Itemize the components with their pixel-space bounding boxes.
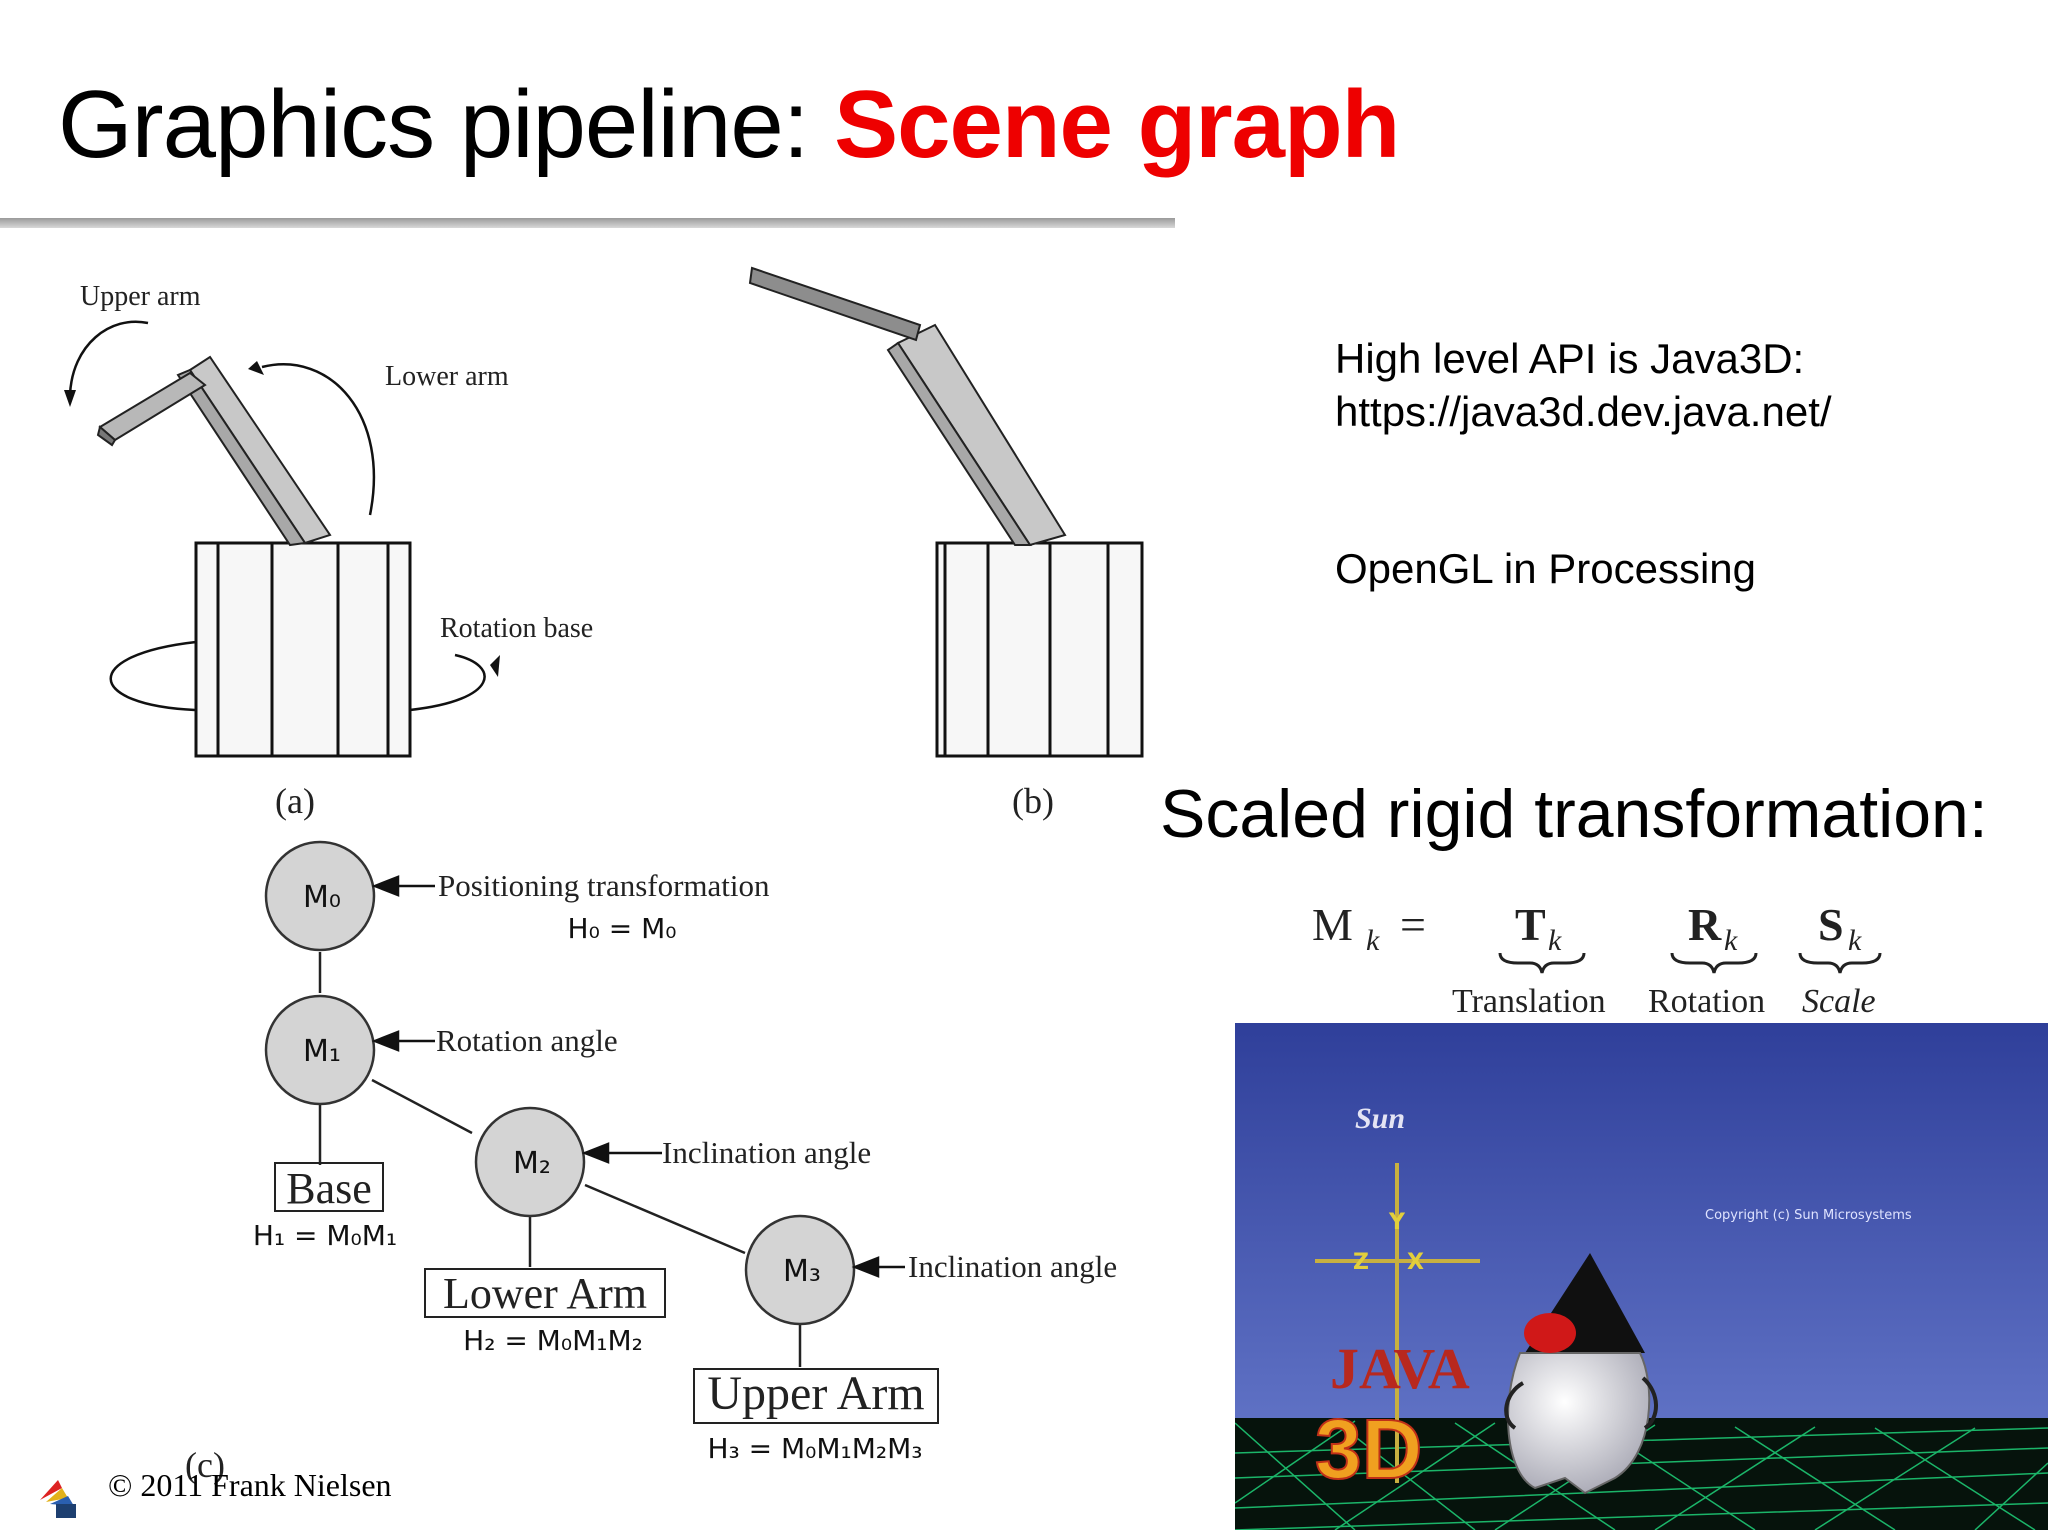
scaled-heading: Scaled rigid transformation: (1160, 776, 1988, 852)
java3d-image: Sun Copyright (c) Sun Microsystems Y Z X… (1235, 1023, 2048, 1530)
rotation-base-label: Rotation base (440, 613, 593, 644)
api-note-line1: High level API is Java3D: (1335, 335, 1805, 382)
title-divider (0, 218, 1175, 228)
lower-arm-a (176, 355, 332, 547)
scene-graph-edges (318, 952, 802, 1367)
lower-arm-label: Lower arm (385, 361, 509, 392)
robot-base-a (194, 541, 412, 758)
upper-arm-label: Upper arm (80, 281, 201, 312)
node-m0-annotation: Positioning transformation (438, 868, 770, 903)
formula-t-sub: k (1548, 924, 1562, 957)
leaf-lower-arm-equation: H₂ = M₀M₁M₂ (463, 1324, 643, 1357)
caption-b: (b) (1012, 781, 1054, 821)
axis-z-label: Z (1353, 1250, 1369, 1275)
caption-a: (a) (275, 781, 315, 821)
node-m2-annotation: Inclination angle (662, 1135, 871, 1170)
node-m0 (264, 840, 376, 952)
rotation-arrows (64, 320, 500, 712)
annotation-arrows (371, 875, 905, 1278)
institution-logo-icon (40, 1480, 76, 1518)
api-note: High level API is Java3D: https://java3d… (1335, 332, 1832, 438)
node-m3-annotation: Inclination angle (908, 1249, 1117, 1284)
opengl-note: OpenGL in Processing (1335, 545, 1757, 592)
formula-r-sub: k (1724, 924, 1738, 957)
leaf-base-equation: H₁ = M₀M₁ (253, 1219, 397, 1252)
node-m3-label: M₃ (783, 1254, 821, 1289)
scene-graph-nodes (264, 840, 856, 1326)
node-m2 (474, 1106, 586, 1218)
formula-scale-label: Scale (1802, 983, 1876, 1020)
node-m1-label: M₁ (303, 1034, 341, 1069)
formula-translation-label: Translation (1452, 983, 1606, 1020)
leaf-lower-arm-label: Lower Arm (443, 1269, 647, 1318)
formula-s-sub: k (1848, 924, 1862, 957)
transformation-formula: M k = T k R k S k Translation Rotation S… (1312, 899, 1882, 1020)
node-m0-label: M₀ (303, 880, 341, 915)
node-m3 (744, 1214, 856, 1326)
formula-lhs: M (1312, 899, 1353, 950)
axis-y-label: Y (1388, 1210, 1406, 1235)
robot-base-b (935, 541, 1144, 758)
upper-arm-a (96, 371, 207, 447)
lower-arm-b (886, 323, 1067, 547)
leaf-upper-arm-label: Upper Arm (707, 1367, 924, 1420)
formula-lhs-sub: k (1366, 924, 1380, 957)
leaf-boxes (274, 1162, 939, 1424)
title-highlight: Scene graph (834, 71, 1400, 178)
underbraces (1498, 952, 1882, 974)
copyright-text: Copyright (c) Sun Microsystems (1705, 1208, 1912, 1223)
axis-gizmo (1315, 1163, 1480, 1483)
node-m2-label: M₂ (513, 1146, 551, 1181)
node-m0-equation: H₀ = M₀ (568, 912, 677, 945)
java-logo: JAVA (1330, 1336, 1470, 1401)
leaf-upper-arm-equation: H₃ = M₀M₁M₂M₃ (707, 1432, 922, 1465)
formula-r: R (1688, 899, 1722, 950)
sun-brand: Sun (1355, 1102, 1405, 1135)
footer-copyright: © 2011 Frank Nielsen (108, 1467, 392, 1503)
formula-t: T (1515, 899, 1546, 950)
duke-mascot (1504, 1253, 1658, 1495)
caption-c: (c) (185, 1445, 225, 1485)
axis-x-label: X (1407, 1250, 1424, 1275)
formula-s: S (1818, 899, 1844, 950)
title-prefix: Graphics pipeline: (58, 71, 835, 178)
api-url: https://java3d.dev.java.net/ (1335, 388, 1832, 435)
formula-rotation-label: Rotation (1648, 983, 1765, 1020)
3d-logo: 3D (1315, 1402, 1422, 1496)
leaf-base-label: Base (286, 1164, 372, 1213)
slide-title: Graphics pipeline: Scene graph (58, 70, 1400, 180)
robot-arm-figure: Upper arm Lower arm Rotation base (a) (b… (64, 266, 1144, 1485)
formula-equals: = (1400, 899, 1426, 950)
upper-arm-b (748, 266, 922, 342)
node-m1-annotation: Rotation angle (436, 1023, 618, 1058)
node-m1 (264, 994, 376, 1106)
